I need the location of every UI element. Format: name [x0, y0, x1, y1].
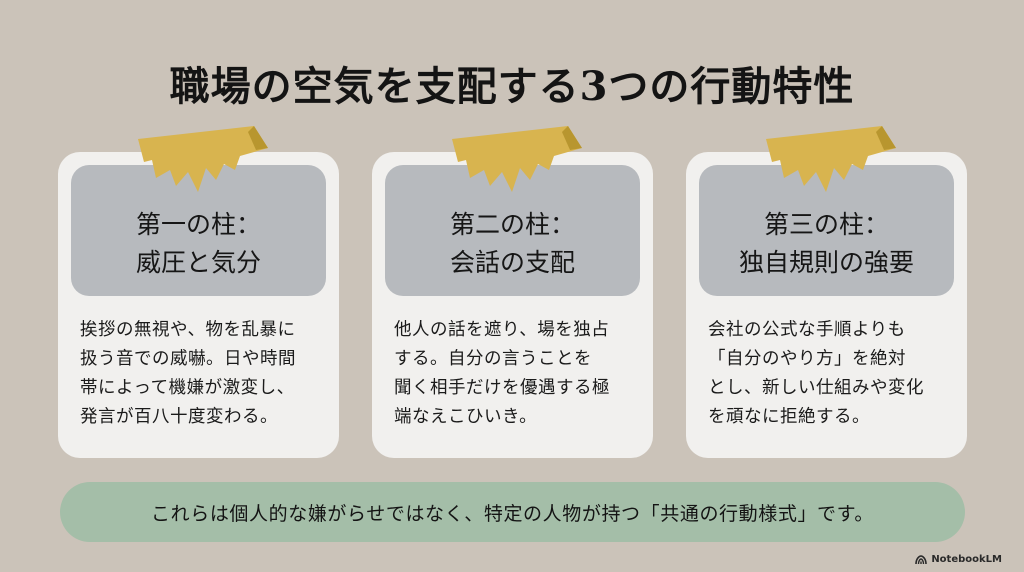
description-line: とし、新しい仕組みや変化: [708, 378, 924, 398]
pillar-heading-title: 威圧と気分: [135, 247, 261, 277]
pillar-card-1: 第一の柱： 威圧と気分 挨拶の無視や、物を乱暴に 扱う音での威嚇。日や時間 帯に…: [58, 126, 339, 458]
pillar-card-3: 第三の柱： 独自規則の強要 会社の公式な手順よりも 「自分のやり方」を絶対 とし…: [686, 126, 967, 458]
description-line: を頑なに拒絶する。: [708, 407, 870, 427]
pillar-heading-title: 独自規則の強要: [738, 247, 914, 277]
pillar-description: 会社の公式な手順よりも 「自分のやり方」を絶対 とし、新しい仕組みや変化 を頑な…: [708, 316, 953, 432]
description-line: 聞く相手だけを優遇する極: [394, 378, 610, 398]
description-line: 会社の公式な手順よりも: [708, 320, 906, 340]
pillar-heading-label: 第一の柱：: [135, 209, 261, 239]
pillar-description: 挨拶の無視や、物を乱暴に 扱う音での威嚇。日や時間 帯によって機嫌が激変し、 発…: [80, 316, 325, 432]
page-title: 職場の空気を支配する3つの行動特性: [169, 63, 855, 110]
tape-icon: [452, 126, 582, 192]
summary-text: これらは個人的な嫌がらせではなく、特定の人物が持つ「共通の行動様式」です。: [151, 502, 874, 525]
summary-banner: これらは個人的な嫌がらせではなく、特定の人物が持つ「共通の行動様式」です。: [60, 482, 965, 542]
pillar-description: 他人の話を遮り、場を独占 する。自分の言うことを 聞く相手だけを優遇する極 端な…: [394, 316, 639, 432]
pillar-heading-label: 第二の柱：: [449, 209, 575, 239]
notebooklm-logo-icon: [915, 554, 928, 564]
description-line: 端なえこひいき。: [394, 407, 538, 427]
description-line: 挨拶の無視や、物を乱暴に: [80, 320, 296, 340]
branding-label: NotebookLM: [931, 554, 1002, 565]
tape-icon: [138, 126, 268, 192]
pillar-card-2: 第二の柱： 会話の支配 他人の話を遮り、場を独占 する。自分の言うことを 聞く相…: [372, 126, 653, 458]
description-line: 発言が百八十度変わる。: [80, 407, 278, 427]
branding-watermark: NotebookLM: [915, 554, 1002, 565]
pillar-heading-label: 第三の柱：: [763, 209, 889, 239]
description-line: 他人の話を遮り、場を独占: [394, 320, 610, 340]
description-line: 「自分のやり方」を絶対: [708, 349, 906, 369]
description-line: する。自分の言うことを: [394, 349, 592, 369]
description-line: 扱う音での威嚇。日や時間: [80, 349, 296, 369]
tape-icon: [766, 126, 896, 192]
description-line: 帯によって機嫌が激変し、: [80, 378, 295, 398]
pillar-heading-title: 会話の支配: [449, 247, 575, 277]
